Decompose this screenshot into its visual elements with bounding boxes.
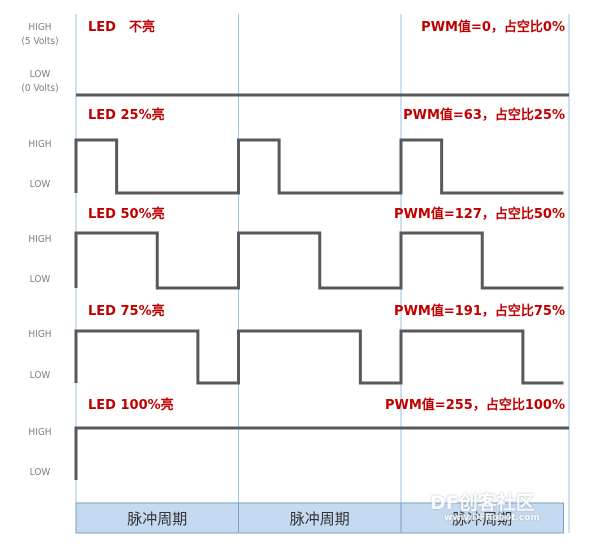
led-brightness-label-1: LED 25%亮: [88, 107, 165, 123]
low-level-label-0: LOW: [30, 69, 51, 80]
pwm-label-backdrop-3: [405, 301, 567, 321]
pwm-value-label-1: PWM值=63，占空比25%: [403, 107, 565, 123]
led-brightness-label-2: LED 50%亮: [88, 206, 165, 222]
high-level-label-2: HIGH: [28, 234, 51, 245]
low-level-label-1: LOW: [30, 179, 51, 190]
pwm-waveform-1: [74, 138, 564, 195]
period-label-1: 脉冲周期: [290, 510, 350, 528]
period-label-2: 脉冲周期: [452, 510, 512, 528]
high-volts-label: (5 Volts): [21, 36, 58, 47]
low-volts-label: (0 Volts): [21, 83, 58, 94]
led-label-backdrop-4: [82, 395, 168, 415]
high-level-label-0: HIGH: [28, 22, 51, 33]
high-level-label-3: HIGH: [28, 329, 51, 340]
period-cell-0: [75, 502, 239, 534]
pwm-waveform-3: [74, 329, 564, 385]
period-label-0: 脉冲周期: [127, 510, 187, 528]
period-cell-1: [238, 502, 402, 534]
low-level-label-2: LOW: [30, 274, 51, 285]
pwm-waveform-4: [74, 426, 569, 480]
low-level-label-3: LOW: [30, 370, 51, 381]
pwm-value-label-3: PWM值=191，占空比75%: [394, 303, 565, 319]
pwm-label-backdrop-1: [405, 105, 567, 125]
led-brightness-label-0: LED 不亮: [88, 19, 155, 35]
high-level-label-1: HIGH: [28, 139, 51, 150]
led-label-backdrop-2: [82, 204, 168, 224]
pwm-value-label-0: PWM值=0，占空比0%: [421, 19, 565, 35]
pwm-label-backdrop-2: [405, 204, 567, 224]
period-cell-2: [400, 502, 564, 534]
led-label-backdrop-1: [82, 105, 168, 125]
led-brightness-label-3: LED 75%亮: [88, 303, 165, 319]
pwm-value-label-2: PWM值=127，占空比50%: [394, 206, 565, 222]
pwm-label-backdrop-4: [405, 395, 567, 415]
pwm-label-backdrop-0: [405, 17, 567, 37]
pwm-value-label-4: PWM值=255，占空比100%: [385, 397, 565, 413]
high-level-label-4: HIGH: [28, 427, 51, 438]
led-brightness-label-4: LED 100%亮: [88, 397, 174, 413]
led-label-backdrop-0: [82, 17, 168, 37]
led-label-backdrop-3: [82, 301, 168, 321]
pwm-waveform-2: [74, 231, 564, 290]
low-level-label-4: LOW: [30, 467, 51, 478]
